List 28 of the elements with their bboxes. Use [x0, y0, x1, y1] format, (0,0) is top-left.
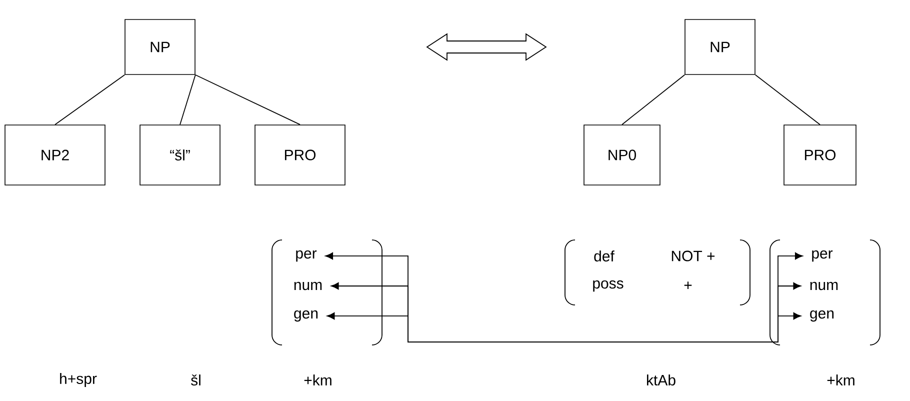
label-text: +km	[827, 374, 854, 386]
label-text: def	[594, 250, 614, 262]
feature-label: gen	[294, 310, 318, 322]
label-text: +km	[304, 374, 332, 386]
tree-node-box: PRO	[254, 124, 346, 186]
label-text: poss	[593, 280, 624, 292]
tree-branch	[54, 74, 126, 126]
tree-node-box: NP2	[4, 124, 106, 186]
label-text: +	[684, 282, 692, 289]
tree-node-box: PRO	[784, 124, 856, 186]
feature-label: num	[810, 282, 838, 290]
label-text: ktAb	[647, 374, 676, 386]
label-text: h+spr	[60, 373, 97, 387]
tree-node-box: NP	[684, 19, 756, 75]
tree-node-box: NP	[124, 19, 196, 75]
feature-label: per	[296, 250, 317, 262]
label-text: NOT +	[672, 250, 715, 262]
tree-branch	[622, 74, 686, 126]
agreement-arrow	[326, 312, 802, 342]
tree-branch	[754, 74, 820, 126]
tree-node-box: NP0	[584, 124, 660, 186]
feature-label: gen	[810, 310, 834, 322]
tree-branch	[180, 74, 196, 126]
feature-label: per	[812, 250, 833, 262]
tree-node-box: “šl”	[140, 124, 220, 186]
feature-label: num	[294, 282, 322, 290]
tree-branch	[194, 74, 300, 126]
label-text: šl	[191, 374, 200, 386]
